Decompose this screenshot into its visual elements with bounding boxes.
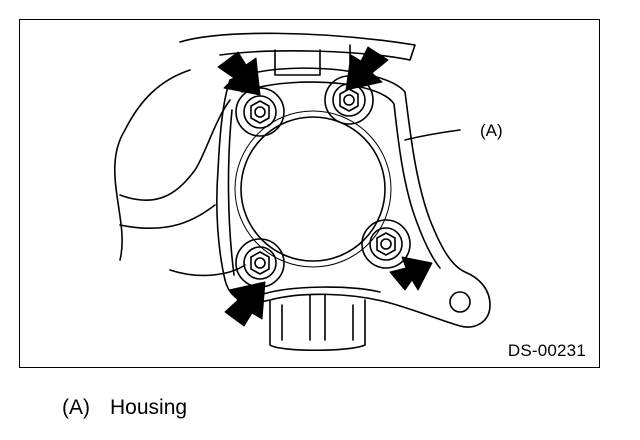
arrow-icon-lower-left	[224, 281, 266, 327]
legend-key: (A)	[62, 396, 90, 419]
callout-label-a: (A)	[480, 121, 503, 140]
lower-boss-center	[309, 294, 326, 341]
housing-side-ridge	[227, 109, 235, 276]
top-bracket	[179, 32, 416, 61]
lower-boss-inner	[281, 304, 354, 341]
knuckle-arm-inner	[119, 204, 216, 229]
mounting-hole	[449, 291, 471, 313]
figure-frame: (A) DS-00231	[19, 19, 600, 368]
bolt-upper-left	[235, 87, 285, 137]
arrow-icon-upper-left	[217, 51, 261, 96]
figure-code: DS-00231	[507, 341, 586, 360]
knuckle-arm-upper	[113, 69, 191, 261]
top-bracket-detail	[274, 49, 321, 76]
bolt-lower-right	[361, 219, 411, 269]
knuckle-arm-lower	[119, 99, 231, 201]
hub-bore-rim	[234, 110, 392, 268]
knuckle-base	[169, 264, 246, 277]
lower-boss	[269, 299, 366, 352]
callout-leader	[404, 129, 461, 141]
hub-bore	[240, 116, 386, 262]
legend: (A) Housing	[62, 396, 187, 420]
lower-boss-flange	[259, 286, 381, 296]
arrow-icon-lower-right	[389, 256, 433, 291]
housing-inner-outline	[241, 81, 441, 269]
arrow-icon-upper-right	[345, 46, 389, 91]
housing-illustration	[113, 32, 491, 352]
housing-outline	[216, 67, 491, 328]
legend-text: Housing	[110, 396, 188, 419]
